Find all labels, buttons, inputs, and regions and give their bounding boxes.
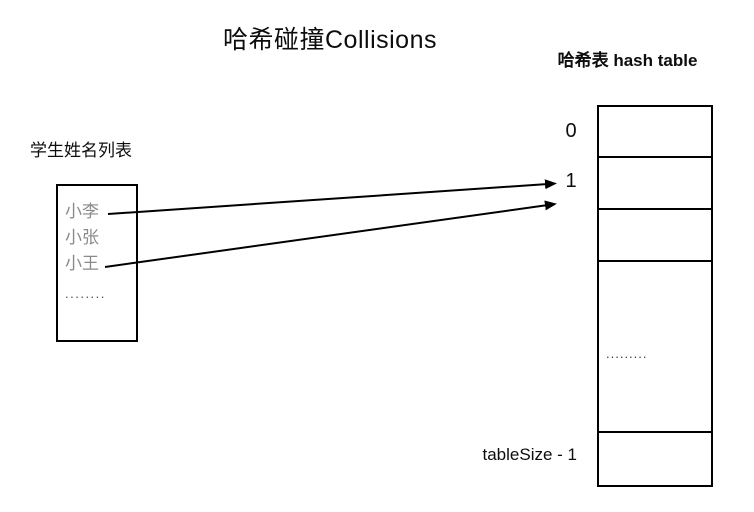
diagram-title: 哈希碰撞Collisions	[223, 26, 437, 54]
hash-table: .........	[597, 105, 713, 487]
student-list-ellipsis: ........	[65, 286, 106, 301]
hash-table-cell-2	[599, 210, 711, 262]
arrow-xiaowang-to-slot1	[104, 200, 557, 268]
arrow-xiaoli-to-slot1	[107, 179, 557, 215]
hash-table-cell-0	[599, 107, 711, 158]
slot-index-1-label: 1	[565, 170, 577, 192]
hash-table-label: 哈希表 hash table	[557, 51, 698, 70]
hash-table-cell-1	[599, 158, 711, 210]
student-name-1: 小李	[65, 202, 99, 221]
student-name-2: 小张	[65, 228, 99, 247]
student-name-3: 小王	[65, 254, 99, 273]
slot-index-0-label: 0	[565, 120, 577, 142]
student-list-box: 小李 小张 小王 ........	[56, 184, 138, 342]
hash-table-cell-middle: .........	[599, 262, 711, 433]
hash-table-cell-last	[599, 433, 711, 485]
student-list-label: 学生姓名列表	[30, 141, 132, 160]
slot-index-last-label: tableSize - 1	[482, 445, 578, 464]
hash-table-ellipsis: .........	[606, 346, 648, 361]
